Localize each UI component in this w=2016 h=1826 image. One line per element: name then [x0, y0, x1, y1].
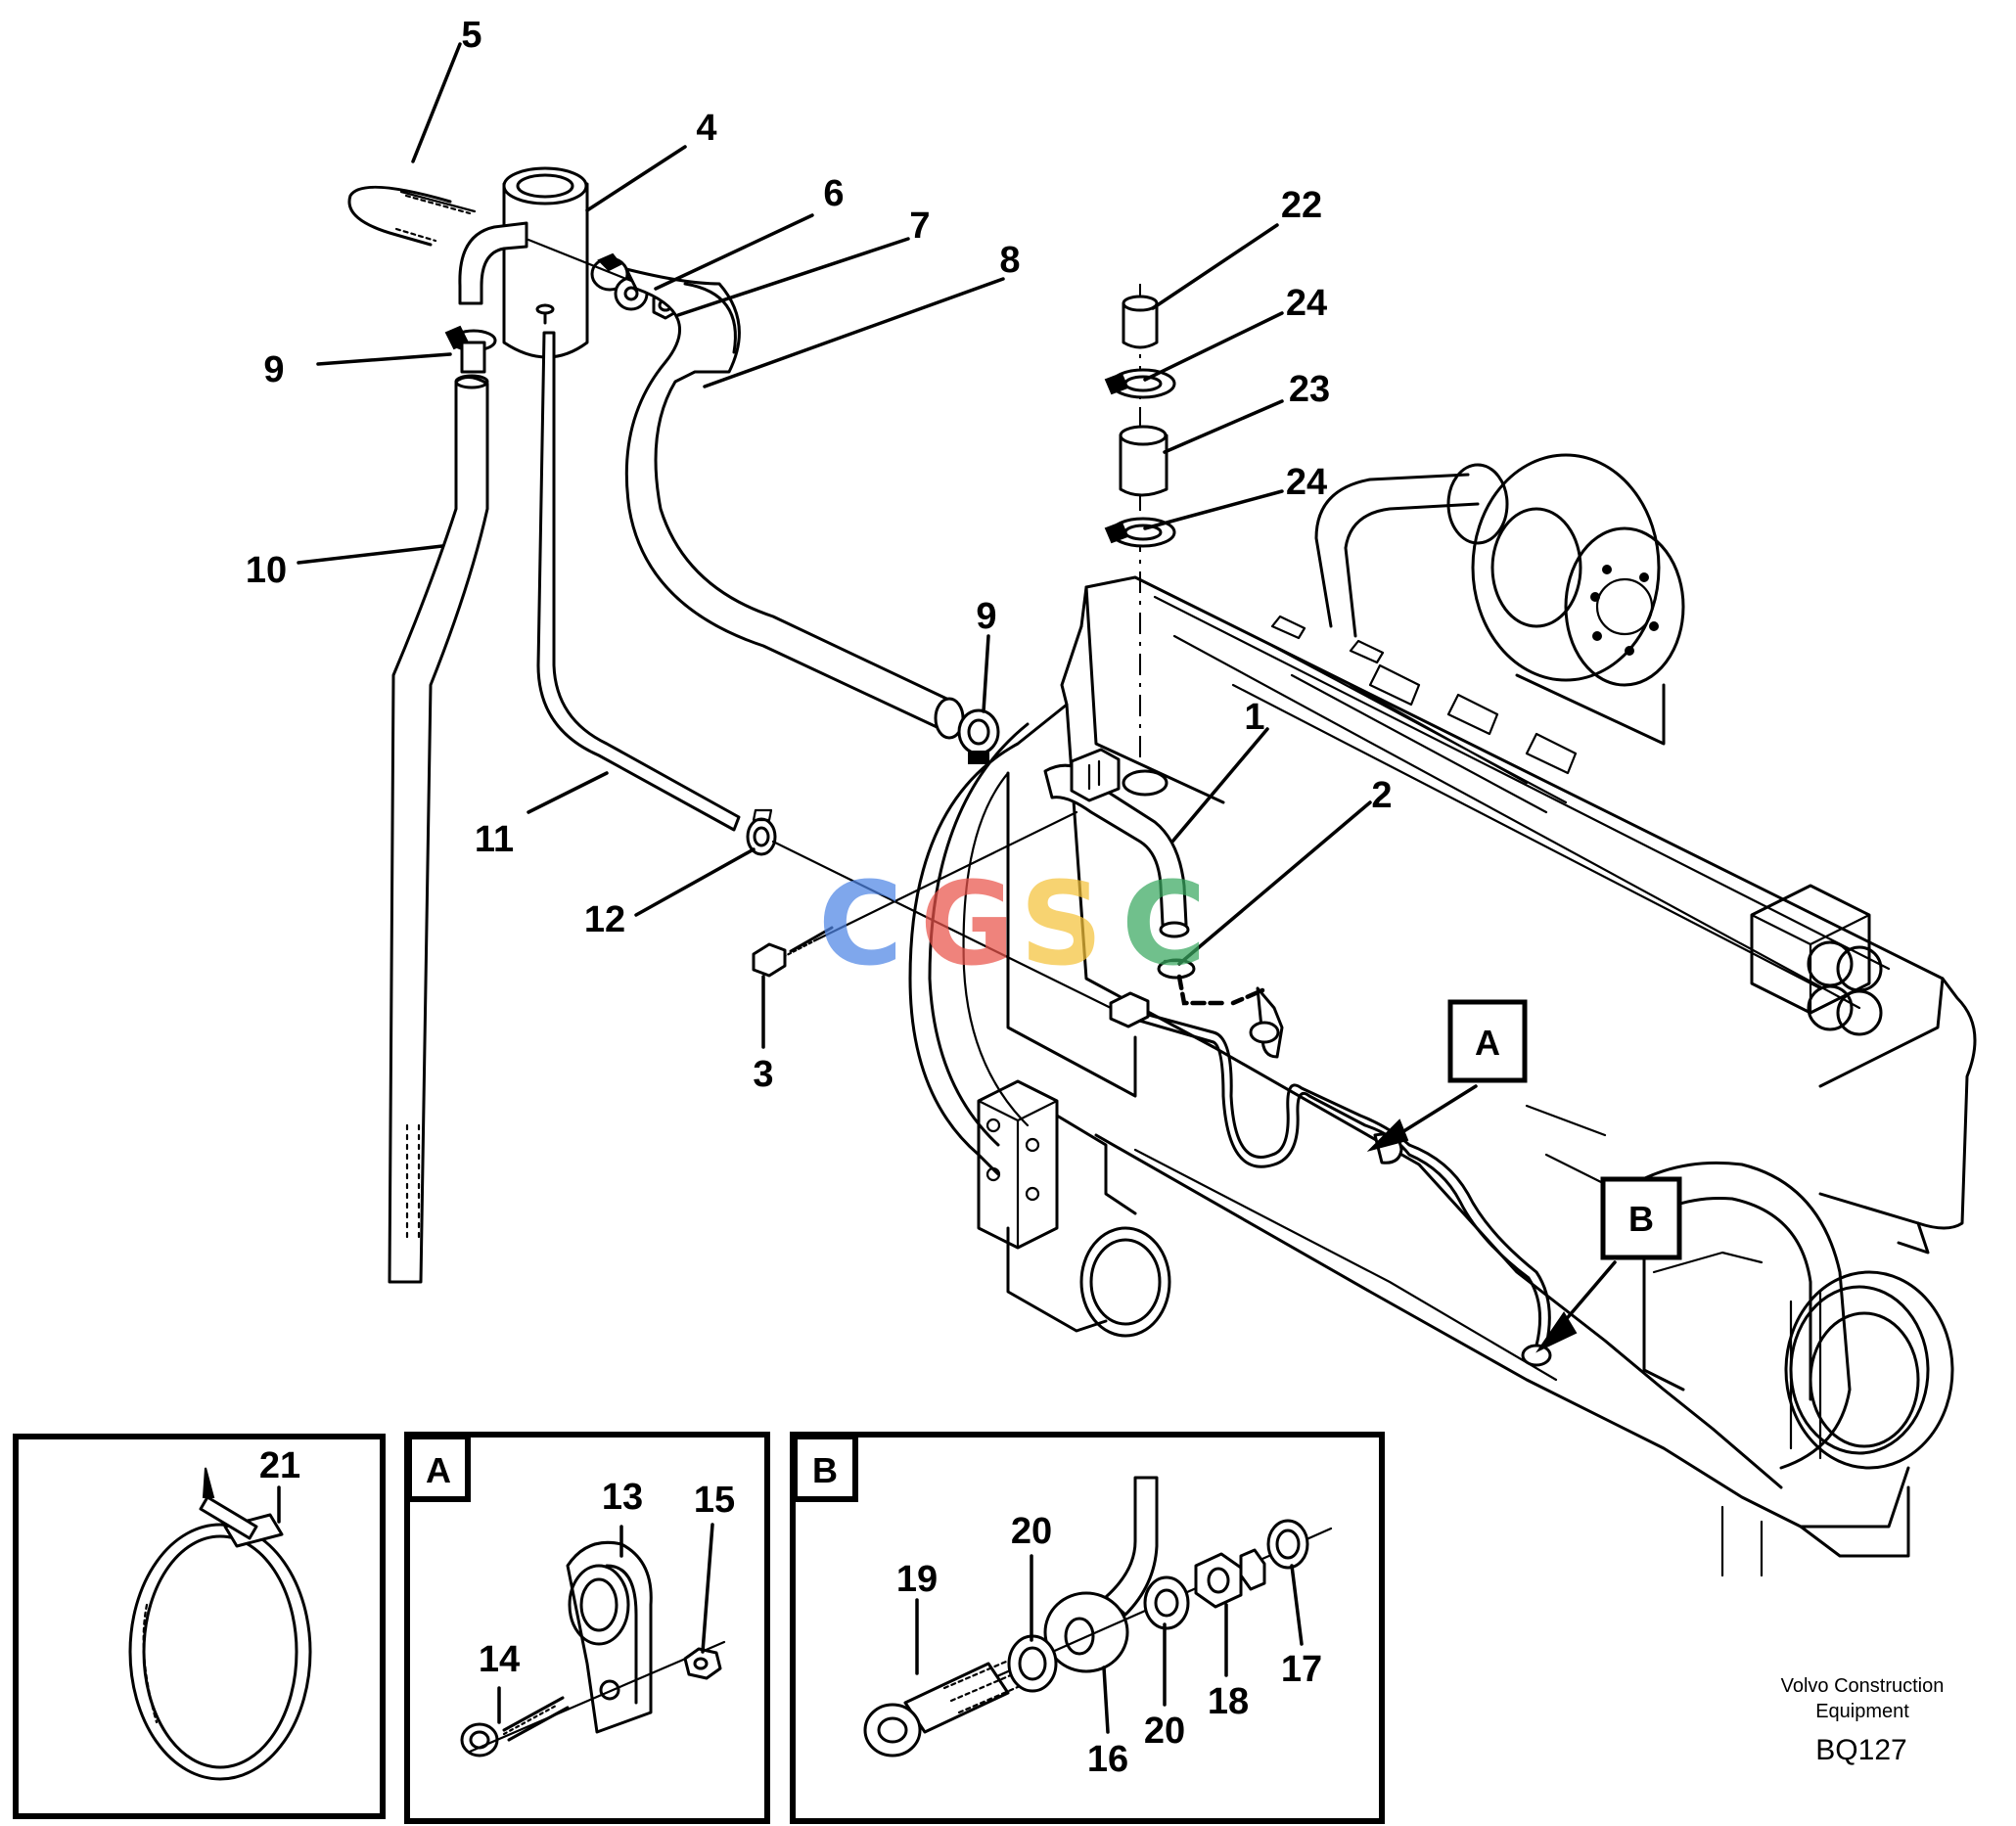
- detail-panel-cable-tie: 21: [13, 1434, 386, 1819]
- callout-14: 14: [479, 1639, 520, 1680]
- callout-5: 5: [461, 15, 481, 56]
- callout-23: 23: [1289, 369, 1330, 410]
- callout-20-lower: 20: [1144, 1711, 1185, 1752]
- callout-9-lower: 9: [976, 596, 996, 637]
- callout-8: 8: [999, 240, 1020, 281]
- detail-panel-b: B: [790, 1432, 1385, 1824]
- caption-line-1: Volvo Construction: [1781, 1675, 1945, 1697]
- nut-icon: [1194, 1548, 1266, 1609]
- clamp-icon: [746, 808, 777, 856]
- nut-icon: [683, 1647, 722, 1680]
- screw-icon: [863, 1660, 1020, 1758]
- filter-icon: [502, 166, 589, 359]
- washer-icon: [1007, 1575, 1190, 1693]
- callout-16: 16: [1087, 1739, 1128, 1780]
- callout-24-lower: 24: [1286, 462, 1327, 503]
- callout-24-upper: 24: [1286, 283, 1327, 324]
- watermark-letter-4: C: [1122, 856, 1207, 991]
- detail-ref-b: B: [1628, 1199, 1654, 1239]
- callout-6: 6: [823, 173, 844, 214]
- drawing-code: BQ127: [1815, 1734, 1906, 1766]
- callout-7: 7: [909, 205, 930, 247]
- callout-15: 15: [694, 1480, 735, 1521]
- callout-20-upper: 20: [1011, 1511, 1052, 1552]
- screw-icon: [752, 810, 1078, 978]
- watermark: C G S C: [818, 856, 1207, 991]
- clamp-icon: [957, 708, 1000, 764]
- callout-4: 4: [696, 108, 716, 149]
- cable-tie-icon: [128, 1467, 312, 1781]
- detail-panel-a: A 14 13 15: [404, 1432, 770, 1824]
- engine-icon: [908, 453, 1977, 1577]
- callout-2: 2: [1371, 775, 1392, 816]
- callout-22: 22: [1281, 185, 1322, 226]
- watermark-letter-2: G: [920, 856, 1015, 991]
- callout-17: 17: [1281, 1649, 1322, 1690]
- callout-13: 13: [602, 1477, 643, 1518]
- watermark-letter-3: S: [1020, 856, 1103, 991]
- callout-10: 10: [246, 550, 287, 591]
- screw-icon: [460, 1640, 726, 1758]
- detail-panel-b-label: B: [812, 1450, 838, 1490]
- callout-21: 21: [259, 1445, 300, 1486]
- callout-19: 19: [896, 1559, 938, 1600]
- washer-icon: [1266, 1519, 1309, 1570]
- callout-3: 3: [753, 1054, 773, 1095]
- callout-12: 12: [584, 899, 625, 940]
- detail-ref-a: A: [1475, 1023, 1500, 1063]
- watermark-letter-1: C: [818, 856, 903, 991]
- detail-panel-a-label: A: [426, 1450, 451, 1490]
- cable-tie-icon: [347, 185, 477, 247]
- caption-line-2: Equipment: [1815, 1701, 1909, 1722]
- callout-1: 1: [1244, 697, 1264, 738]
- callout-9-upper: 9: [263, 349, 284, 390]
- callout-18: 18: [1208, 1681, 1249, 1722]
- clamp-icon: [1104, 368, 1176, 399]
- callout-11: 11: [475, 819, 514, 860]
